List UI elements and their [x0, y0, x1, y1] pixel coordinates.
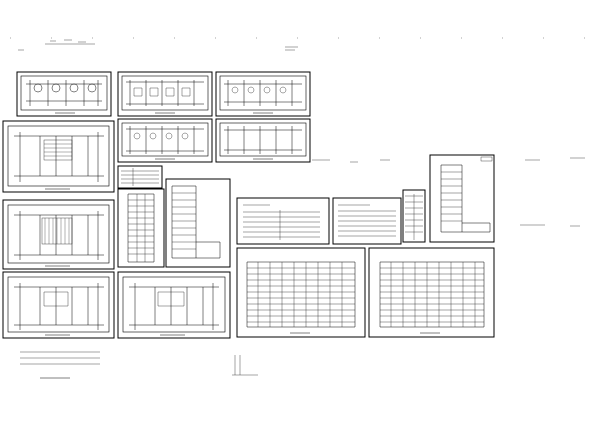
sheet-elevation-side-2: [165, 178, 231, 268]
sheet-section: [429, 154, 495, 243]
sheet-plan-6: [2, 271, 115, 339]
small-annotations: [20, 157, 585, 379]
sheet-notes-2: [332, 197, 402, 245]
sheet-legend: [117, 165, 163, 189]
sheet-plan-3: [215, 71, 311, 117]
sheet-elevation-front-2: [368, 247, 495, 338]
sheet-plan-4: [2, 120, 115, 193]
sheet-plan-7: [117, 118, 213, 163]
sheet-elevation-side-1: [117, 188, 165, 268]
sheet-plan-2: [117, 71, 213, 117]
sheet-schedule: [402, 189, 426, 243]
sheet-notes-1: [236, 197, 330, 245]
sheet-elevation-front-1: [236, 247, 366, 338]
sheet-plan-9: [117, 271, 231, 339]
sheet-plan-1: [16, 71, 112, 117]
sheet-plan-8: [215, 118, 311, 163]
sheet-plan-5: [2, 199, 115, 270]
top-annotation-strip: [10, 37, 600, 51]
